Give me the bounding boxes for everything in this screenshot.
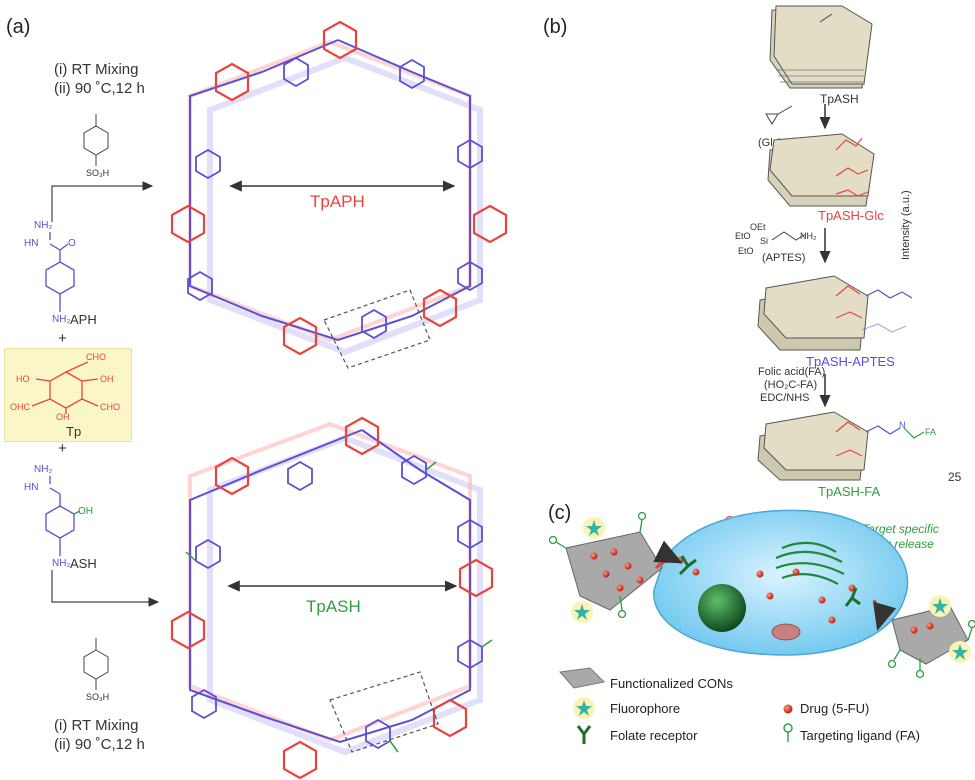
reagent-fa-block: Folic acid(FA) (HO₂C-FA) EDC/NHS: [758, 366, 825, 405]
tpash-stack: [769, 5, 873, 89]
ash-oh: OH: [78, 506, 93, 517]
mitochondrion: [771, 623, 801, 641]
aph-nh2-bottom: NH₂: [52, 314, 71, 325]
tp-oh-right: OH: [100, 374, 114, 384]
conditions-bottom: (i) RT Mixing (ii) 90 ˚C,12 h: [54, 716, 145, 754]
axis-tick-25: 25: [948, 470, 962, 484]
plus-sign-2: +: [58, 440, 67, 457]
tp-ohc-left: OHC: [10, 402, 30, 412]
aptes-oet: OEt: [750, 222, 766, 232]
aph-label: APH: [70, 312, 97, 327]
ash-structure: [45, 476, 81, 556]
panel-c-label: (c): [548, 502, 572, 524]
step-tpash-fa-label: TpASH-FA: [818, 484, 881, 499]
tpash-aptes-stack: [757, 275, 913, 351]
cof-tpaph-framework: [170, 20, 508, 369]
tp-label: Tp: [66, 424, 82, 439]
reaction-arrow-top: [51, 181, 154, 222]
con-sheet-right: [887, 595, 975, 679]
cof-tpash-framework: [170, 416, 494, 780]
tpash-glc-stack: [767, 133, 875, 207]
aph-structure: [45, 232, 75, 312]
aph-hn: HN: [24, 238, 39, 249]
conditions-top: (i) RT Mixing (ii) 90 ˚C,12 h: [54, 60, 145, 98]
nucleus: [698, 584, 746, 632]
uptake-arrow: [653, 540, 683, 570]
legend-ligand-icon: [783, 723, 793, 742]
step-tpash-glc-label: TpASH-Glc: [818, 208, 884, 223]
ptsa-structure-bottom: [83, 638, 109, 690]
legend-drug-icon: [783, 704, 793, 714]
ash-label: ASH: [70, 556, 97, 571]
golgi-apparatus: [775, 541, 845, 585]
con-sheet-left: [548, 511, 663, 623]
aptes-nh2: NH₂: [800, 231, 817, 241]
reagent-folic-acid: Folic acid(FA): [758, 366, 826, 378]
release-arrow: [872, 599, 897, 631]
drug-release-line-1: Target specific: [862, 522, 939, 536]
fa-end-label: FA: [925, 427, 937, 437]
ptsa-structure-top: [83, 114, 109, 166]
tp-structure: [31, 361, 99, 414]
legend-drug: Drug (5-FU): [800, 701, 870, 716]
legend-fluorophore: Fluorophore: [610, 701, 681, 716]
legend-sheet-icon: [559, 667, 606, 689]
tp-cho-right: CHO: [100, 402, 120, 412]
step-tpash-label: TpASH: [820, 92, 859, 106]
condition-step-2: (ii) 90 ˚C,12 h: [54, 80, 145, 97]
reaction-arrow-bottom: [51, 570, 160, 607]
catalyst-sulfonic-label-bottom: SO₃H: [86, 692, 110, 702]
folate-receptor-left: [678, 555, 697, 576]
legend-targeting-ligand: Targeting ligand (FA): [800, 728, 920, 743]
tpash-fa-stack: [757, 411, 925, 481]
aph-o: O: [68, 238, 76, 249]
aph-nh2-top: NH₂: [34, 220, 53, 231]
condition-step-1: (i) RT Mixing: [54, 717, 139, 734]
condition-step-2: (ii) 90 ˚C,12 h: [54, 736, 145, 753]
plus-sign-1: +: [58, 330, 67, 347]
legend-receptor-icon: [576, 725, 592, 744]
reagent-aptes-label: (APTES): [762, 252, 806, 264]
tp-highlight-box: [4, 348, 132, 442]
reagent-edc-nhs: EDC/NHS: [760, 392, 810, 404]
legend-functionalized-cons: Functionalized CONs: [610, 676, 733, 691]
amide-n-label: N: [899, 420, 906, 430]
legend-folate-receptor: Folate receptor: [610, 728, 698, 743]
reagent-ho2c-fa: (HO₂C-FA): [764, 379, 818, 391]
cof-tpaph-label: TpAPH: [310, 192, 365, 211]
ash-nh2-bottom: NH₂: [52, 558, 71, 569]
aptes-eto-2: EtO: [738, 246, 754, 256]
step-tpash-aptes-label: TpASH-APTES: [806, 354, 895, 369]
cancer-cell: [653, 509, 909, 656]
folate-receptor-right: [844, 587, 861, 607]
tp-oh-bottom: OH: [56, 412, 70, 422]
catalyst-sulfonic-label: SO₃H: [86, 168, 110, 178]
tp-ho-left: HO: [16, 374, 30, 384]
panel-b-label: (b): [543, 16, 568, 38]
condition-step-1: (i) RT Mixing: [54, 61, 139, 78]
aptes-si: Si: [760, 236, 769, 246]
ash-nh2-top: NH₂: [34, 464, 53, 475]
cof-tpash-label: TpASH: [306, 597, 361, 616]
tp-cho-top: CHO: [86, 352, 106, 362]
panel-a-label: (a): [6, 16, 31, 38]
ash-hn: HN: [24, 482, 39, 493]
glycidol-structure: [765, 105, 793, 125]
aptes-eto-1: EtO: [735, 231, 751, 241]
legend-star-icon: [573, 697, 595, 719]
aptes-structure: [771, 231, 807, 241]
